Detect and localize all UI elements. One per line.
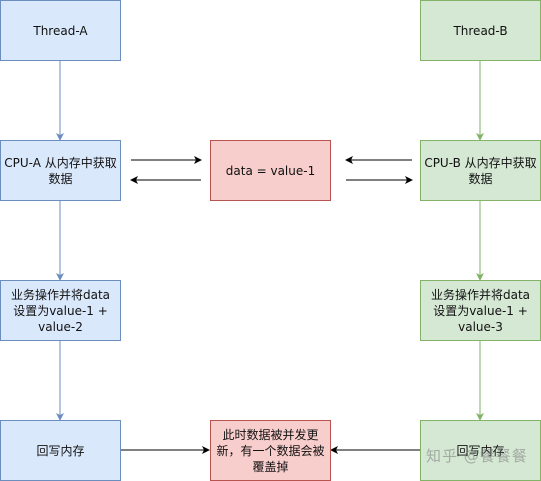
- watermark: 知乎 @餐餐餐: [426, 447, 528, 465]
- op-a-node: 业务操作并将data 设置为value-1 + value-2: [0, 280, 121, 341]
- thread-b-node: Thread-B: [420, 0, 541, 61]
- thread-a-node: Thread-A: [0, 0, 121, 61]
- cpu-a-fetch-node: CPU-A 从内存中获取数据: [0, 140, 121, 201]
- op-b-node: 业务操作并将data 设置为value-1 + value-3: [420, 280, 541, 341]
- overwrite-note-node: 此时数据被并发更新，有一个数据会被覆盖掉: [210, 420, 331, 481]
- memory-data-node: data = value-1: [210, 140, 331, 201]
- writeback-b-node: 回写内存: [420, 420, 541, 481]
- cpu-b-fetch-node: CPU-B 从内存中获取数据: [420, 140, 541, 201]
- writeback-a-node: 回写内存: [0, 420, 121, 481]
